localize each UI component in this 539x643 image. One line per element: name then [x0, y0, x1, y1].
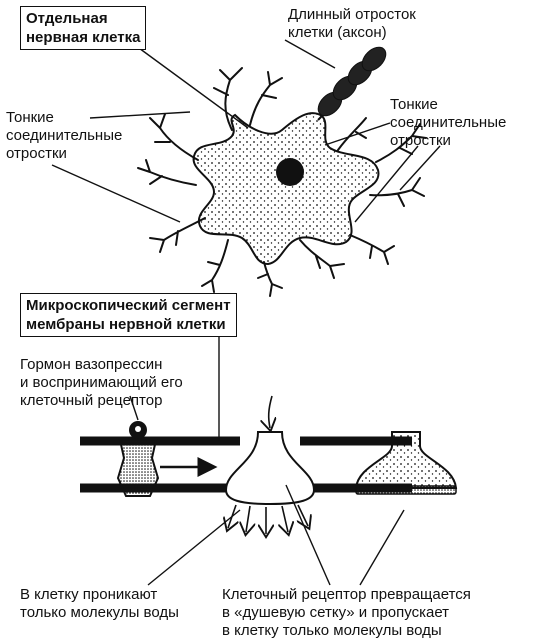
axon-label: Длинный отросток клетки (аксон): [288, 6, 416, 41]
vasopressin-receptor: [116, 421, 160, 497]
shower-head: [354, 431, 458, 495]
hormone-label: Гормон вазопрессин и воспринимающий его …: [20, 356, 183, 409]
dendrites: [137, 67, 427, 297]
neuron-title: Отдельная нервная клетка: [20, 6, 147, 50]
membrane-title: Микроскопический сегмент мембраны нервно…: [20, 293, 237, 337]
neuron-cell: [137, 46, 427, 297]
nucleus: [276, 158, 304, 186]
shower-receptor: [226, 395, 316, 534]
bottom-leader-lines: [129, 336, 405, 586]
left-dendrites-label: Тонкие соединительные отростки: [6, 109, 123, 162]
right-dendrites-label: Тонкие соединительные отростки: [390, 96, 507, 149]
top-leader-lines: [51, 39, 441, 223]
water-label: В клетку проникают только молекулы воды: [20, 586, 179, 621]
receptor-label: Клеточный рецептор превращается в «душев…: [222, 586, 471, 639]
axon: [317, 46, 387, 117]
